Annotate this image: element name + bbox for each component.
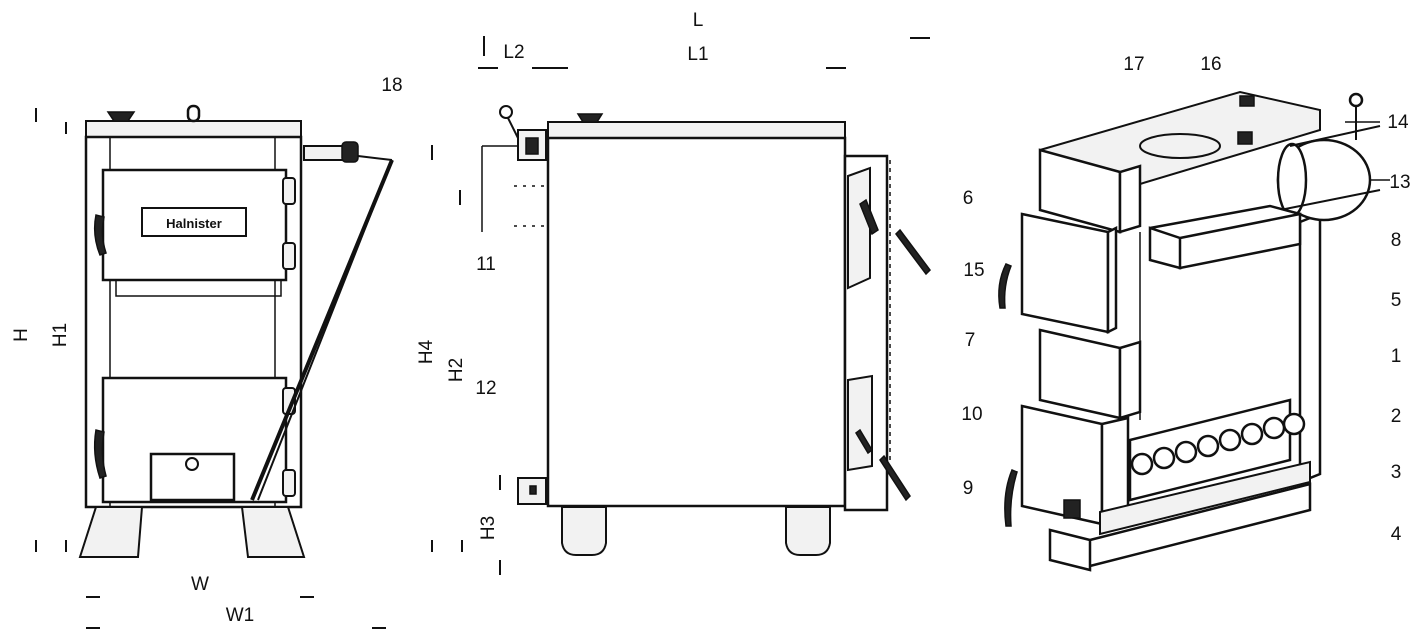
- side-rear-leg: [785, 506, 831, 556]
- iso-callout-1: 1: [1391, 346, 1402, 367]
- side-dim-h4: H4: [416, 339, 437, 364]
- side-dim-l: L: [693, 10, 704, 31]
- front-lower-handle: [93, 429, 107, 479]
- side-view: L L1 L2 H4 H2 H3 11 12: [416, 10, 931, 575]
- iso-callout-14: 14: [1387, 112, 1409, 133]
- side-callout-11: 11: [476, 254, 496, 275]
- side-dim-h3: H3: [478, 516, 499, 540]
- front-dim-w1: W1: [226, 605, 255, 626]
- iso-callout-6: 6: [963, 188, 974, 209]
- front-dim-h1: H1: [50, 323, 71, 347]
- iso-base: [1048, 482, 1312, 572]
- iso-callout-15: 15: [963, 260, 984, 281]
- iso-rear-panel: [1298, 212, 1322, 484]
- side-dim-l1: L1: [687, 44, 708, 65]
- iso-callout-5: 5: [1391, 290, 1402, 311]
- side-front-leg: [561, 506, 607, 556]
- front-callout-18: 18: [381, 75, 402, 96]
- iso-callout-3: 3: [1391, 462, 1402, 483]
- front-ash-door: [149, 452, 236, 502]
- side-callout-12: 12: [475, 378, 496, 399]
- front-left-leg: [78, 506, 144, 558]
- front-right-leg: [240, 506, 306, 558]
- front-top-plate: [85, 120, 302, 138]
- side-top-plate: [547, 121, 846, 139]
- front-logo-text: Halnister: [166, 216, 222, 231]
- iso-upper-door: [1020, 212, 1110, 334]
- front-top-valve: [106, 111, 136, 122]
- side-dim-l2: L2: [503, 42, 524, 63]
- iso-callout-16: 16: [1200, 54, 1221, 75]
- front-upper-handle: [93, 214, 107, 256]
- side-body: [546, 136, 847, 508]
- iso-view: 17 16 6 15 7 10 9 14 13 8 5 1 2 3 4: [961, 54, 1411, 572]
- iso-callout-8: 8: [1391, 230, 1402, 251]
- iso-tube-bundle: [1128, 398, 1306, 502]
- iso-callout-17: 17: [1123, 54, 1144, 75]
- iso-callout-7: 7: [965, 330, 976, 351]
- front-logo-plate: [141, 207, 247, 237]
- front-view: Halnister H H1 W W1 18: [11, 75, 403, 629]
- iso-callout-13: 13: [1389, 172, 1410, 193]
- front-top-pipe: [186, 104, 201, 123]
- iso-baffle: [1148, 204, 1302, 270]
- side-dim-h2: H2: [446, 358, 467, 382]
- iso-callout-2: 2: [1391, 406, 1402, 427]
- iso-callout-9: 9: [963, 478, 974, 499]
- iso-callout-4: 4: [1391, 524, 1402, 545]
- iso-lower-door: [1020, 404, 1104, 526]
- front-dim-w: W: [191, 574, 209, 595]
- front-dim-h: H: [11, 328, 32, 342]
- iso-callout-10: 10: [961, 404, 982, 425]
